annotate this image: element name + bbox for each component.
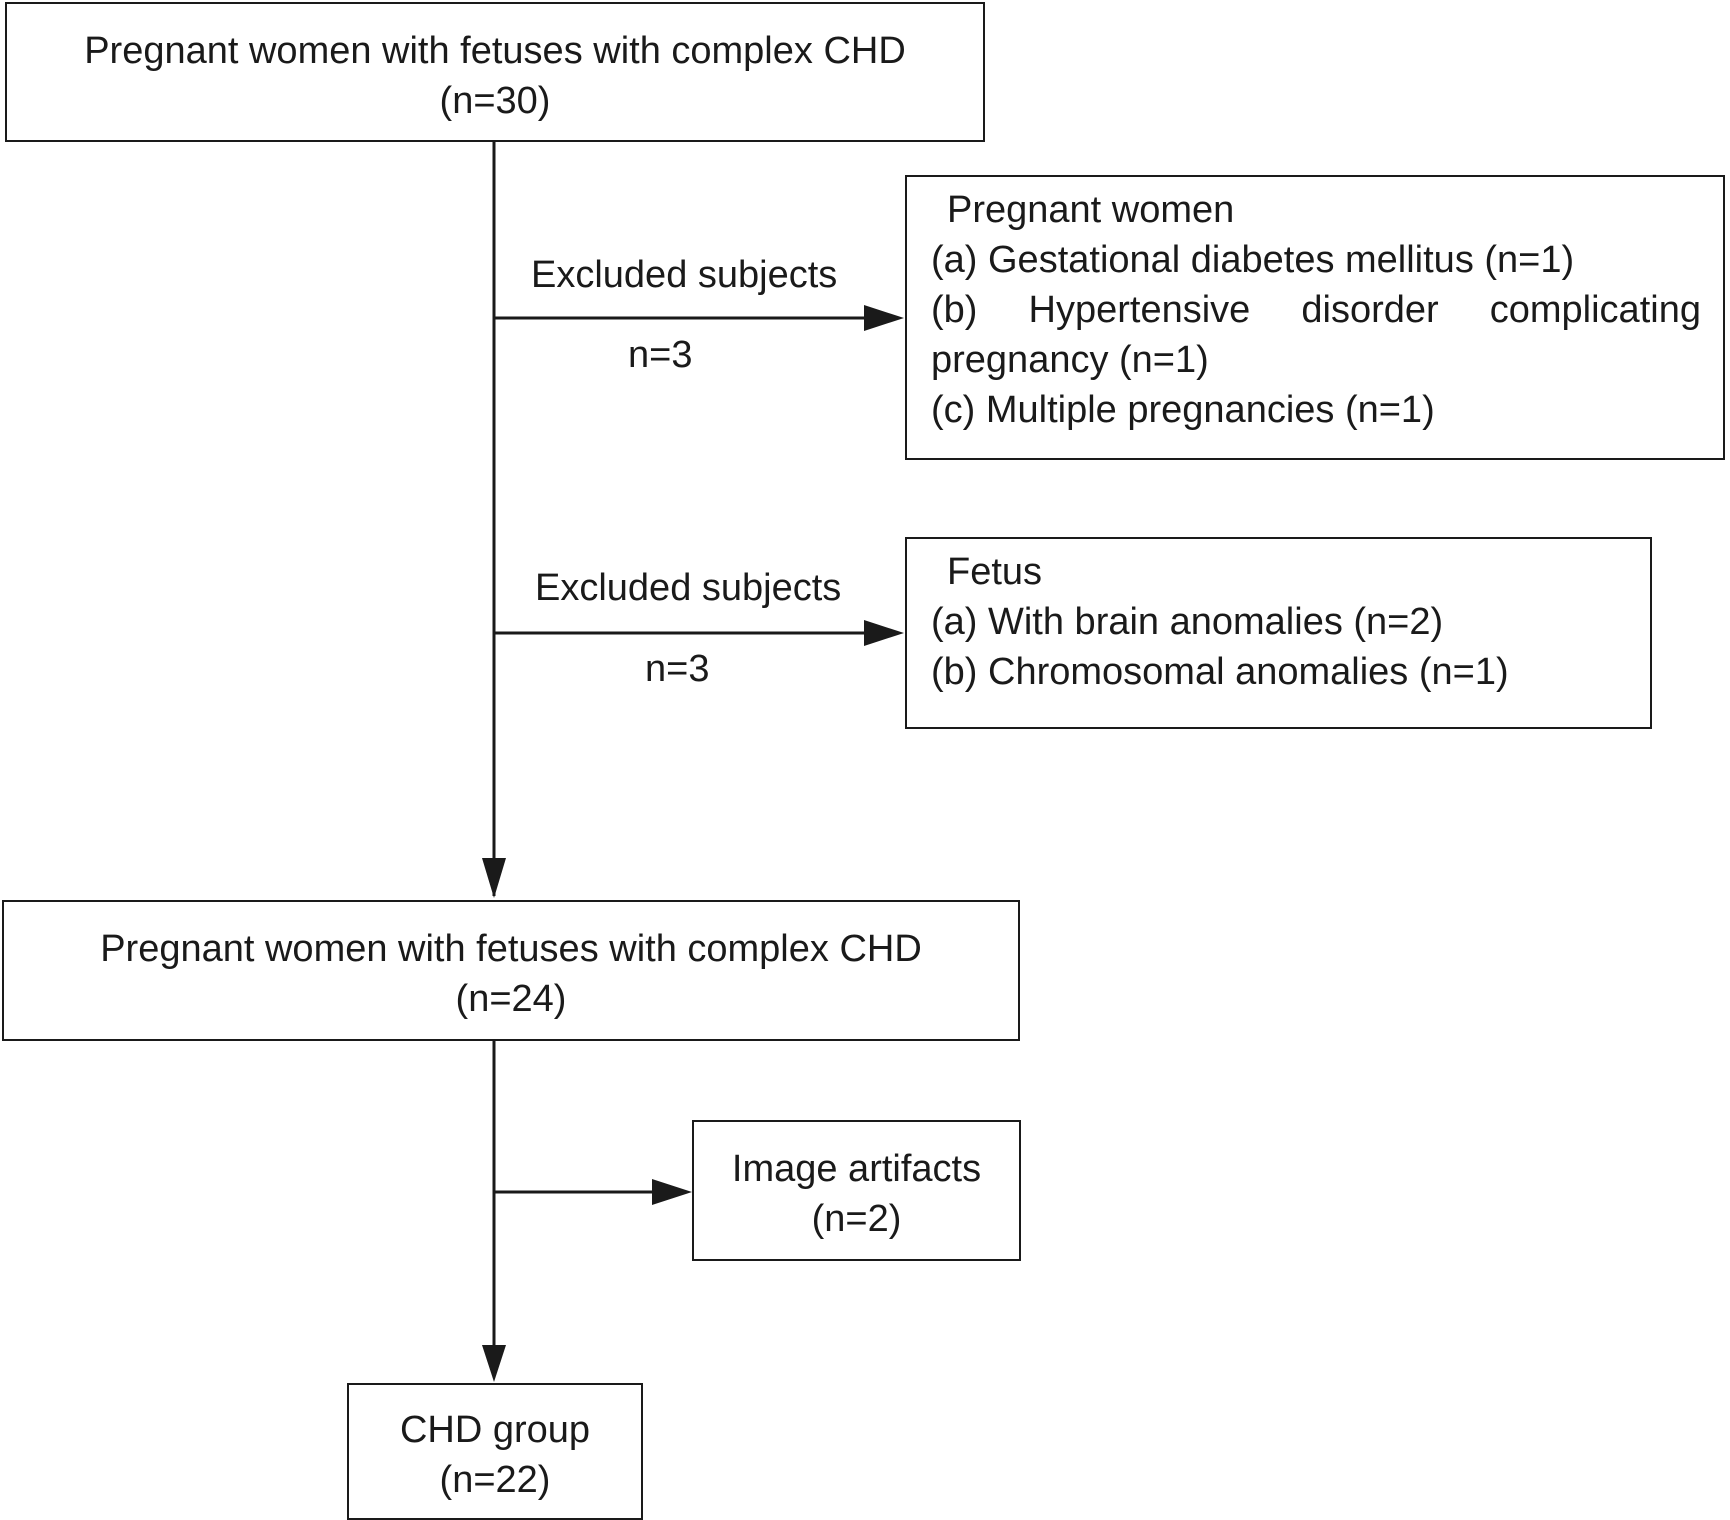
maternal-exclusion-heading: Pregnant women: [947, 189, 1235, 231]
fetal-exclusion-item-b: (b) Chromosomal anomalies (n=1): [931, 651, 1509, 693]
chd-group-label: CHD group: [399, 1409, 591, 1451]
initial-cohort-box: Pregnant women with fetuses with complex…: [5, 2, 985, 142]
chd-group-box: CHD group (n=22): [347, 1383, 643, 1520]
exclusion2-label: Excluded subjects: [535, 567, 842, 609]
fetal-exclusion-item-a: (a) With brain anomalies (n=2): [931, 601, 1444, 643]
exclusion1-count: n=3: [628, 334, 693, 376]
fetal-exclusion-heading: Fetus: [947, 551, 1043, 593]
exclusion1-arrowhead: [864, 305, 904, 331]
maternal-exclusion-item-b: (b) Hypertensive disorder complicating: [931, 285, 1701, 335]
image-artifacts-label: Image artifacts: [731, 1148, 982, 1190]
maternal-exclusion-item-b-cont: pregnancy (n=1): [931, 339, 1209, 381]
item-b-word-4: complicating: [1489, 289, 1701, 331]
item-b-word-1: (b): [931, 289, 978, 331]
exclusion1-label: Excluded subjects: [531, 254, 838, 296]
maternal-exclusion-box: Pregnant women (a) Gestational diabetes …: [905, 175, 1725, 460]
intermediate-cohort-count: (n=24): [455, 978, 567, 1020]
item-b-word-3: disorder: [1301, 289, 1439, 331]
fetal-exclusion-box: Fetus (a) With brain anomalies (n=2) (b)…: [905, 537, 1652, 729]
main-arrowhead-to-middle-box: [482, 858, 506, 898]
artifacts-arrowhead: [652, 1179, 692, 1205]
image-artifacts-count: (n=2): [811, 1198, 902, 1240]
maternal-exclusion-item-a: (a) Gestational diabetes mellitus (n=1): [931, 239, 1575, 281]
chd-group-count: (n=22): [439, 1459, 551, 1501]
initial-cohort-title: Pregnant women with fetuses with complex…: [84, 30, 906, 72]
image-artifacts-box: Image artifacts (n=2): [692, 1120, 1021, 1261]
initial-cohort-count: (n=30): [439, 80, 551, 122]
intermediate-cohort-box: Pregnant women with fetuses with complex…: [2, 900, 1020, 1041]
lower-arrowhead-to-final-box: [482, 1345, 506, 1382]
intermediate-cohort-title: Pregnant women with fetuses with complex…: [100, 928, 922, 970]
item-b-word-2: Hypertensive: [1028, 289, 1251, 331]
exclusion2-arrowhead: [864, 620, 904, 646]
exclusion2-count: n=3: [645, 648, 710, 690]
maternal-exclusion-item-c: (c) Multiple pregnancies (n=1): [931, 389, 1435, 431]
